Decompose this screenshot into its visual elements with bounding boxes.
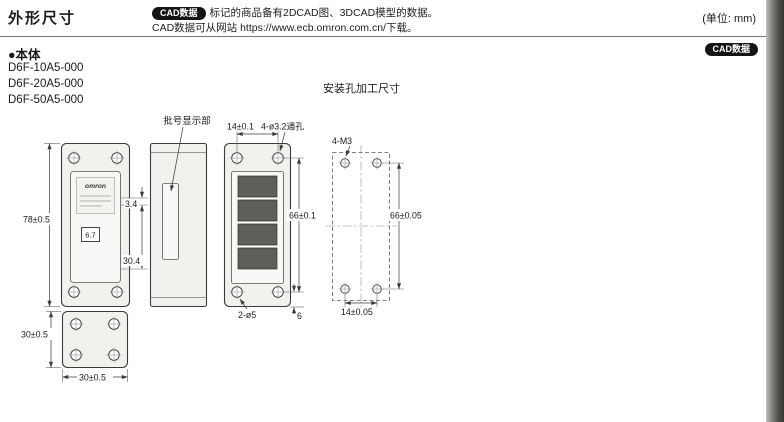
dim-body-height: 78±0.5 xyxy=(23,215,50,225)
dim-mount-pitch-14: 14±0.05 xyxy=(341,307,373,317)
page-title: 外形尺寸 xyxy=(8,10,77,27)
through-hole-callout: 4-ø3.2通孔 xyxy=(261,122,304,132)
bottom-view-drawing: 30±0.5 30±0.5 xyxy=(19,310,129,383)
dim-edge-6: 6 xyxy=(297,311,302,321)
batch-display-label: 批号显示部 xyxy=(163,115,211,127)
section-title: ●本体 xyxy=(8,48,41,62)
dimension-drawings: omron 6.7 78±0.5 3.4 30.4 xyxy=(19,115,425,383)
display-value-text: 6.7 xyxy=(85,231,95,240)
mounting-caption: 安装孔加工尺寸 xyxy=(323,83,400,95)
tap-callout: 4-M3 xyxy=(332,136,352,146)
batch-display-slot xyxy=(162,183,179,260)
tap-hole xyxy=(370,282,384,296)
unit-label: (单位: mm) xyxy=(702,13,756,25)
model-number: D6F-10A5-000 xyxy=(8,62,84,74)
display-window xyxy=(81,227,100,242)
vent-slot xyxy=(237,175,278,198)
tap-hole xyxy=(370,156,384,170)
vent-slot xyxy=(237,223,278,246)
vent-slot xyxy=(237,199,278,222)
cad-download-url-text: CAD数据可从网站 https://www.ecb.omron.com.cn/下… xyxy=(152,22,418,34)
tap-hole xyxy=(338,282,352,296)
product-label-area xyxy=(76,177,115,214)
dim-3-4: 3.4 xyxy=(125,199,137,209)
mounting-hole-drawing: 4-M3 66±0.05 14±0.05 xyxy=(326,136,425,317)
model-number: D6F-50A5-000 xyxy=(8,94,84,106)
cad-note-text: 标记的商品备有2DCAD图、3DCAD模型的数据。 xyxy=(209,7,439,19)
dim-bottom-depth: 30±0.5 xyxy=(21,330,48,340)
cad-availability-note: CAD数据标记的商品备有2DCAD图、3DCAD模型的数据。 CAD数据可从网站… xyxy=(152,6,438,36)
side-view-drawing: 批号显示部 xyxy=(149,115,211,308)
vent-slot xyxy=(237,247,278,270)
rear-view-drawing: 14±0.1 4-ø3.2通孔 66±0.1 2-ø5 6 xyxy=(223,120,318,321)
model-number: D6F-20A5-000 xyxy=(8,78,84,90)
page-edge-shadow xyxy=(766,0,784,422)
model-list: D6F-10A5-000 D6F-20A5-000 D6F-50A5-000 xyxy=(8,60,83,108)
cad-data-badge: CAD数据 xyxy=(152,6,206,20)
tap-hole xyxy=(338,156,352,170)
cad-note-line1: CAD数据标记的商品备有2DCAD图、3DCAD模型的数据。 xyxy=(152,6,438,21)
dim-hole-pitch-14: 14±0.1 xyxy=(227,122,254,132)
omron-logo-text: omron xyxy=(85,183,106,190)
section-cad-badge: CAD数据 xyxy=(704,43,758,56)
dim-hole-pitch-66: 66±0.1 xyxy=(289,211,316,221)
dim-mount-pitch-66: 66±0.05 xyxy=(390,211,422,221)
bottom-hole-callout: 2-ø5 xyxy=(238,310,256,320)
header-divider xyxy=(0,36,766,37)
dim-bottom-width: 30±0.5 xyxy=(79,373,106,383)
front-view-drawing: omron 6.7 78±0.5 3.4 30.4 xyxy=(21,142,148,308)
dim-30-4: 30.4 xyxy=(123,256,140,266)
